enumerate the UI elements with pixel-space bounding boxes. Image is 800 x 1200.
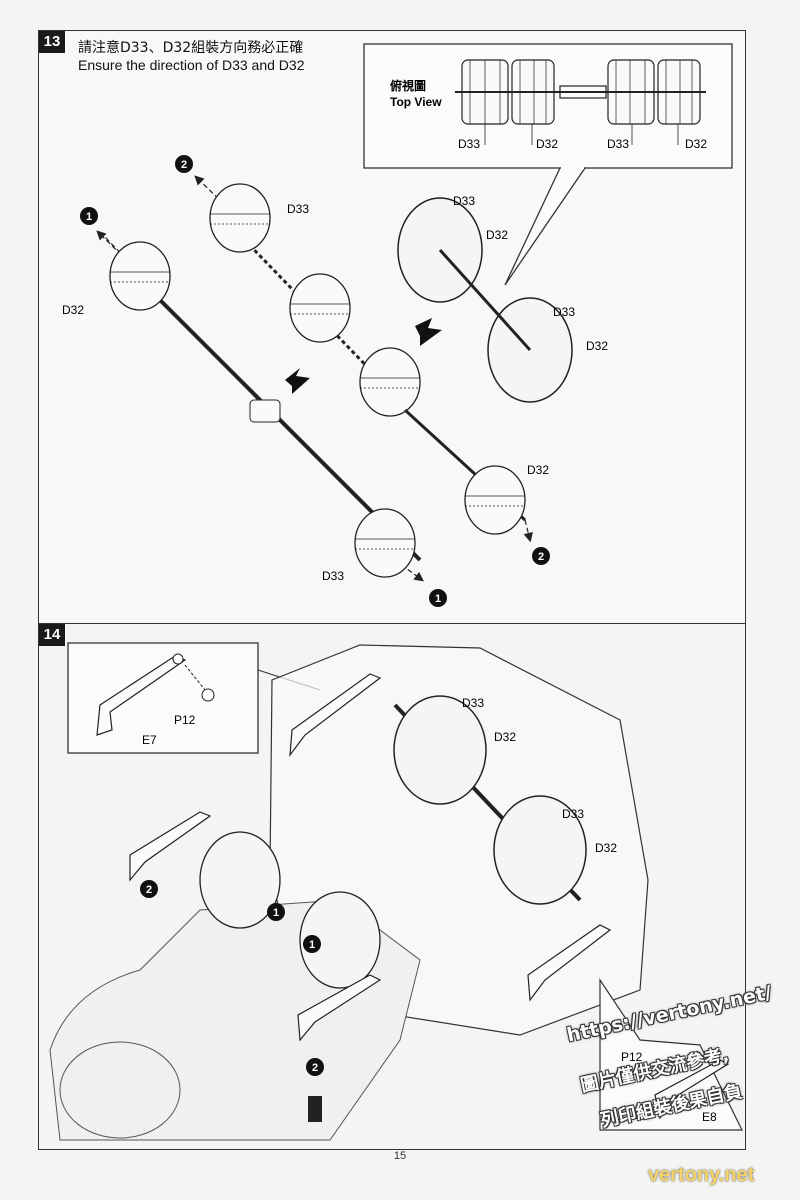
bottom-label-e8: E8 <box>702 1110 717 1124</box>
step-13-number: 13 <box>39 31 65 53</box>
svg-text:1: 1 <box>273 907 279 919</box>
step13-marker-1b: 1 <box>429 589 447 607</box>
detail-label-d33-a: D33 <box>462 696 484 710</box>
detail-label-d32-b: D32 <box>595 841 617 855</box>
step-13-note-english: Ensure the direction of D33 and D32 <box>78 57 305 73</box>
page-number: 15 <box>393 1150 407 1162</box>
step14-bottom-inset <box>599 978 743 1131</box>
svg-text:2: 2 <box>312 1062 318 1074</box>
inset-label-e7: E7 <box>142 733 157 747</box>
tv-label-d32-b: D32 <box>685 137 707 151</box>
step-13-note-chinese: 請注意D33、D32組裝方向務必正確 <box>78 40 304 56</box>
svg-text:1: 1 <box>435 593 441 605</box>
right-label-d33-b: D33 <box>553 305 575 319</box>
svg-text:1: 1 <box>309 939 315 951</box>
tv-label-d33-a: D33 <box>458 137 480 151</box>
tv-label-d33-b: D33 <box>607 137 629 151</box>
svg-text:1: 1 <box>86 211 92 223</box>
left-exploded-assembly <box>96 175 424 582</box>
step14-marker-2b: 2 <box>306 1058 324 1076</box>
step-14-panel: 14 <box>38 623 746 1150</box>
bottom-label-p12: P12 <box>621 1050 643 1064</box>
svg-text:2: 2 <box>538 551 544 563</box>
top-view-label-cn: 俯視圖 <box>390 78 426 93</box>
step13-marker-2a: 2 <box>175 155 193 173</box>
top-view-label-en: Top View <box>390 95 442 109</box>
right-label-d33-a: D33 <box>453 194 475 208</box>
step13-marker-1a: 1 <box>80 207 98 225</box>
step-14-number: 14 <box>39 624 65 646</box>
left-label-d32: D32 <box>62 303 84 317</box>
step14-marker-1b: 1 <box>303 935 321 953</box>
watermark-footer: vertony.net <box>648 1164 755 1186</box>
right-label-d32-a: D32 <box>486 228 508 242</box>
tv-label-d32-a: D32 <box>536 137 558 151</box>
step13-marker-2b: 2 <box>532 547 550 565</box>
step14-inset-box <box>67 642 321 754</box>
step14-marker-2a: 2 <box>140 880 158 898</box>
top-view-wheels <box>455 59 706 145</box>
detail-label-d32-a: D32 <box>494 730 516 744</box>
right-label-d32-c: D32 <box>527 463 549 477</box>
step14-marker-1a: 1 <box>267 903 285 921</box>
step14-chassis-drawing <box>49 811 421 1141</box>
svg-text:2: 2 <box>181 159 187 171</box>
left-label-d33-top: D33 <box>287 202 309 216</box>
detail-label-d33-b: D33 <box>562 807 584 821</box>
right-assembled-axle <box>397 197 573 543</box>
left-label-d33-bottom: D33 <box>322 569 344 583</box>
inset-label-p12: P12 <box>174 713 196 727</box>
right-label-d32-b: D32 <box>586 339 608 353</box>
svg-text:2: 2 <box>146 884 152 896</box>
